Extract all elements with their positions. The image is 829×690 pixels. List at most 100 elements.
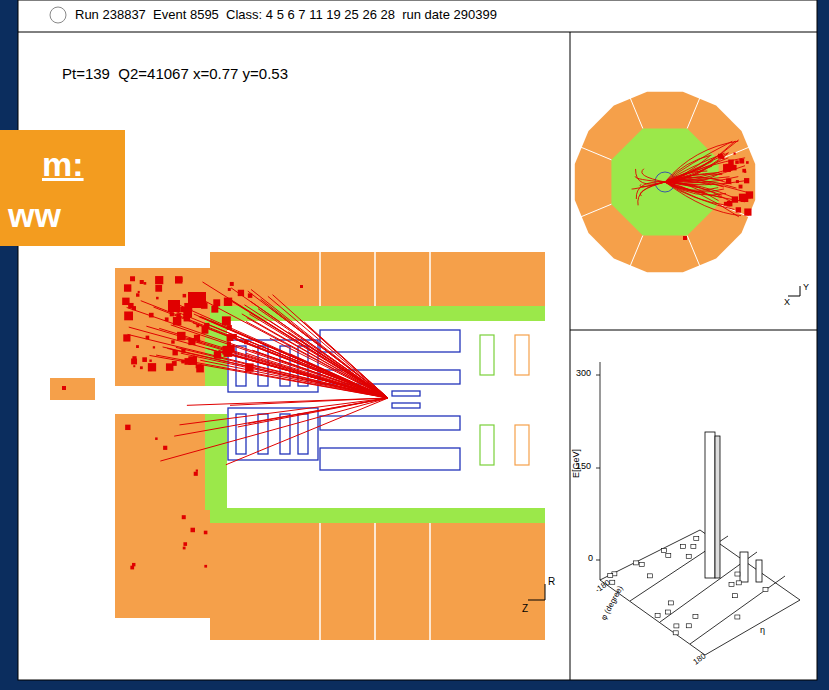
energy-cell — [181, 349, 185, 353]
track-curve — [665, 141, 732, 182]
energy-cell — [728, 159, 734, 165]
hadron-calorimeter — [575, 92, 755, 272]
energy-cell — [165, 317, 169, 321]
energy-cell — [182, 515, 186, 519]
panel-divider — [570, 32, 571, 680]
energy-cell — [188, 292, 206, 308]
logo-icon — [50, 7, 66, 23]
energy-cell — [222, 346, 231, 355]
lego-cell — [763, 588, 768, 592]
energy-cell — [181, 360, 185, 364]
energy-cell — [124, 336, 129, 341]
energy-cell — [173, 317, 182, 326]
energy-cell — [170, 312, 174, 316]
energy-cell — [718, 154, 723, 159]
energy-cell — [171, 340, 174, 343]
em-calorimeter — [611, 128, 718, 235]
track-curve — [642, 169, 665, 182]
energy-cell — [166, 363, 173, 370]
detector-radial-view — [575, 92, 755, 272]
energy-cell — [183, 294, 187, 298]
sector-line — [580, 204, 611, 217]
energy-cell — [172, 350, 177, 355]
energy-cell — [132, 306, 136, 310]
track-line — [179, 398, 388, 425]
energy-cell — [196, 324, 199, 327]
energy-cell — [138, 291, 140, 293]
lego-cell — [681, 544, 686, 548]
header-rule — [18, 32, 817, 33]
energy-cell — [149, 313, 154, 318]
tick-label: 300 — [576, 369, 591, 379]
axis-marker — [788, 286, 800, 296]
track-line — [228, 298, 388, 398]
lego-plot — [596, 362, 800, 655]
tick-label: 0 — [588, 554, 593, 564]
energy-cell — [136, 345, 139, 348]
energy-cell — [125, 425, 130, 430]
energy-cell — [230, 282, 234, 286]
energy-cell — [62, 386, 66, 390]
energy-cell — [183, 547, 186, 550]
energy-cell — [140, 280, 144, 284]
energy-cell — [739, 185, 743, 189]
energy-cell — [214, 351, 222, 359]
energy-cell — [683, 236, 687, 240]
energy-cell — [746, 161, 749, 164]
energy-cell — [211, 306, 218, 313]
lego-cell — [655, 613, 660, 617]
energy-cell — [183, 309, 192, 318]
track-curve — [665, 178, 723, 182]
track-line — [202, 282, 388, 398]
lego-cell — [661, 549, 666, 553]
energy-cell — [131, 358, 137, 364]
energy-cell — [177, 332, 185, 340]
energy-cell — [744, 208, 751, 215]
sector-line — [630, 236, 643, 267]
energy-cell — [178, 277, 183, 282]
lego-cell — [686, 554, 691, 558]
overlay-text: ww — [8, 195, 117, 236]
energy-cell — [228, 288, 231, 291]
energy-cell — [731, 165, 737, 171]
kinematics-text: Pt=139 Q2=41067 x=0.77 y=0.53 — [62, 66, 288, 83]
energy-cell — [149, 360, 151, 362]
track-line — [174, 398, 388, 436]
energy-cell — [227, 325, 232, 330]
header-text: Run 238837 Event 8595 Class: 4 5 6 7 11 … — [75, 8, 497, 22]
particle-tracks — [127, 282, 388, 465]
track-curve — [636, 169, 665, 184]
energy-cell — [204, 323, 209, 328]
lego-cell — [639, 562, 644, 566]
track-line — [218, 350, 388, 398]
energy-cell — [204, 565, 207, 568]
overlay-text: m: — [42, 144, 117, 185]
track-line — [194, 314, 388, 398]
track-line — [211, 321, 388, 398]
track-curve — [665, 153, 728, 182]
track-curve — [665, 177, 731, 184]
energy-cell — [739, 194, 746, 201]
track-curve — [665, 180, 748, 185]
track-line — [300, 340, 388, 398]
energy-cell — [124, 311, 133, 320]
energy-cell — [184, 358, 191, 365]
display-ground — [18, 0, 817, 680]
track-line — [207, 348, 388, 398]
track-line — [199, 317, 388, 398]
energy-cell — [238, 290, 244, 296]
energy-cell — [163, 446, 167, 450]
track-line — [268, 296, 388, 398]
energy-cell — [245, 363, 253, 371]
lego-cell — [736, 581, 741, 585]
lego-cell — [694, 536, 699, 540]
sector-line — [630, 97, 643, 128]
energy-cell — [244, 340, 248, 344]
track-line — [149, 355, 388, 398]
lego-cell — [673, 631, 678, 635]
track-curve — [638, 182, 665, 205]
axis-label: R — [548, 576, 555, 587]
energy-cell — [197, 340, 200, 343]
energy-cell — [213, 299, 220, 306]
lego-cell — [735, 572, 740, 576]
